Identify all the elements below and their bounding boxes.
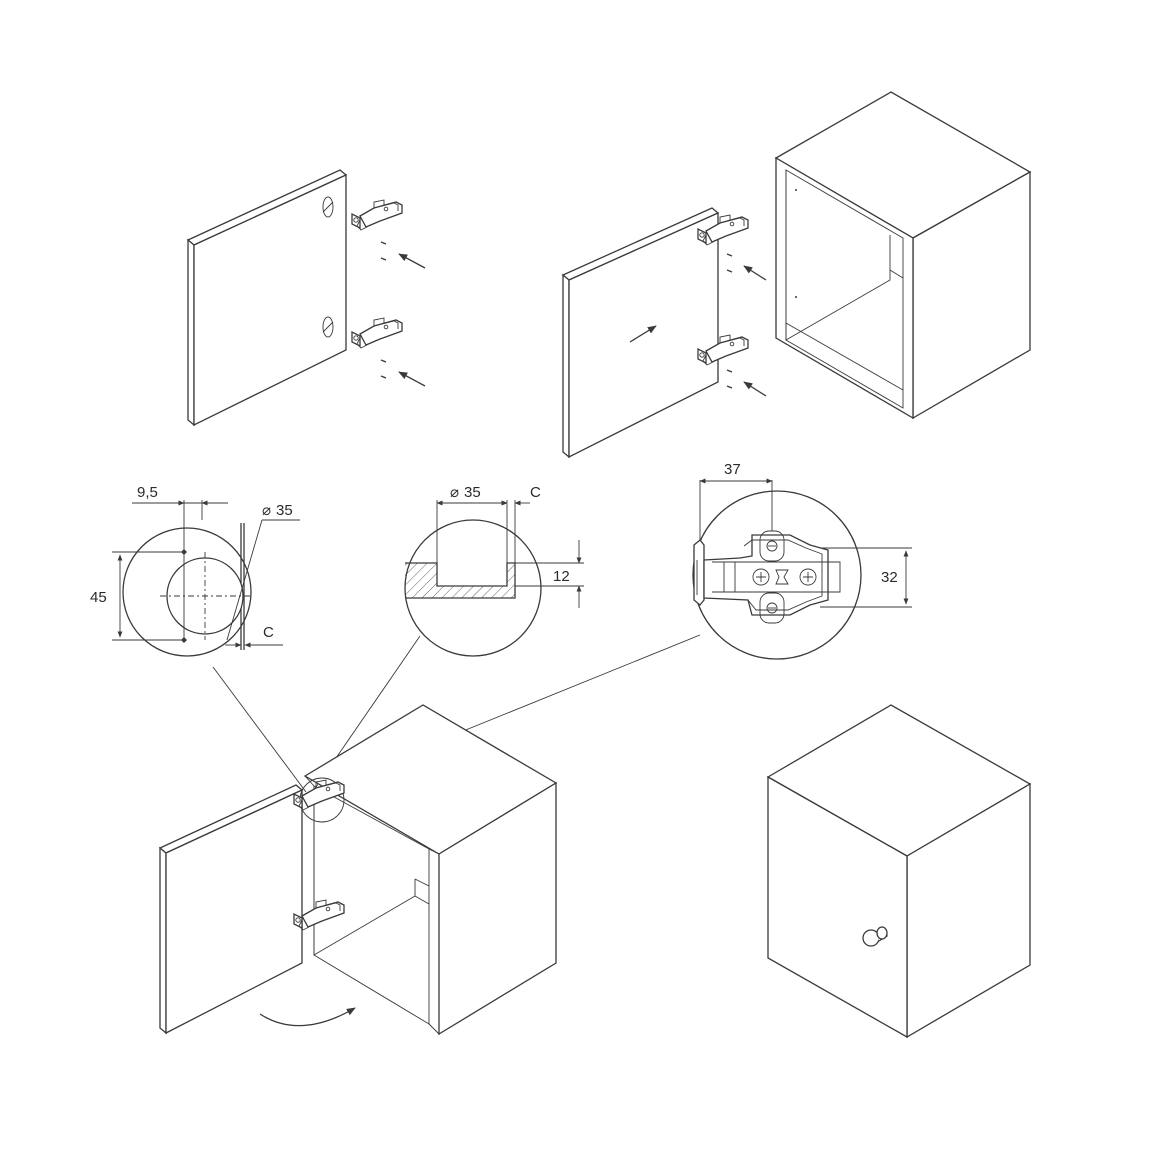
step4-closed-cabinet (766, 704, 1032, 1039)
dim-45-label: 45 (90, 589, 107, 606)
knob-icon (862, 926, 888, 947)
detail-cup-front (112, 500, 300, 657)
step2-carcass (774, 91, 1032, 420)
dim-offset-label: 9,5 (137, 484, 158, 501)
dim-12-label: 12 (553, 568, 570, 585)
step2-door (561, 207, 720, 459)
dim-section-diameter-label: 35 (464, 484, 481, 501)
dim-c-label: C (263, 624, 274, 641)
dim-cup-diameter-label: 35 (276, 502, 293, 519)
dim-37-label: 37 (724, 461, 741, 478)
step1-arrows (380, 241, 426, 387)
step3-open-cabinet (158, 704, 558, 1036)
detail-cup-section (404, 500, 584, 657)
step2-arrows (726, 253, 767, 397)
dim-32-label: 32 (881, 569, 898, 586)
hinge-icon (351, 199, 403, 349)
dim-section-c-label: C (530, 484, 541, 501)
detail-mounting-plate (692, 478, 912, 660)
diameter-symbol: ⌀ (450, 484, 459, 501)
step1-door (186, 169, 348, 427)
diameter-symbol: ⌀ (262, 502, 271, 519)
